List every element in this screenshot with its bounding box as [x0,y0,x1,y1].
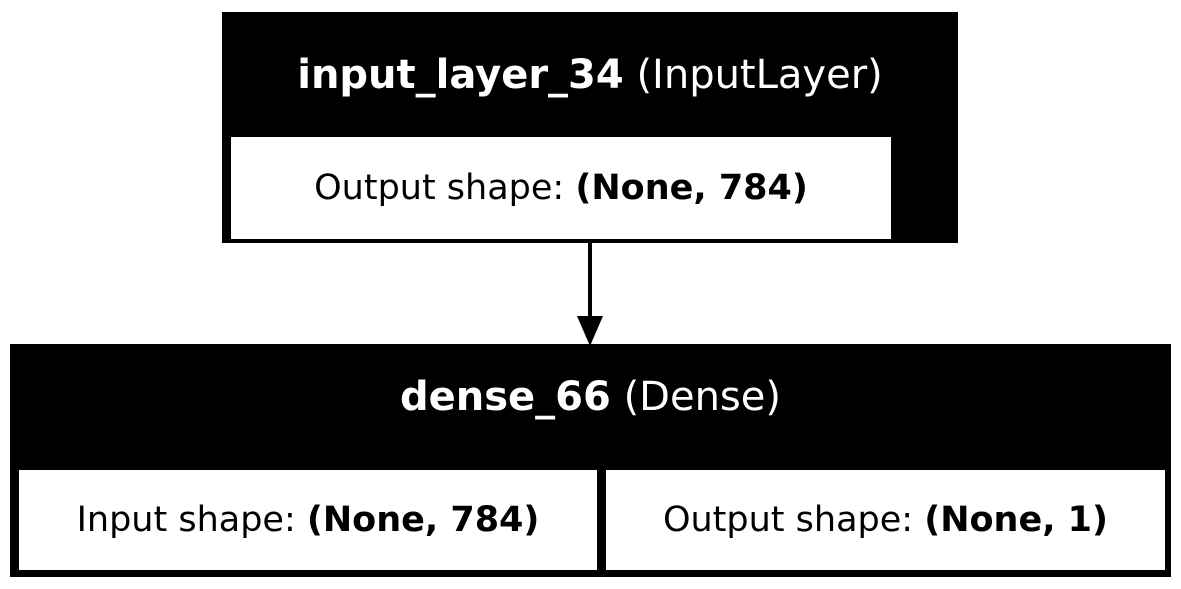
input-shape-cell: Input shape: (None, 784) [19,470,597,570]
node-dense-layer: dense_66 (Dense) Input shape: (None, 784… [10,344,1171,577]
arrowhead [577,316,603,346]
input-shape-value: (None, 784) [306,500,540,540]
output-shape-label: Output shape: [314,168,576,208]
input-shape-label: Input shape: [76,500,307,540]
layer-name: input_layer_34 [297,52,624,98]
output-shape-label: Output shape: [662,500,925,540]
node-header: dense_66 (Dense) [10,374,1171,420]
layer-type: (InputLayer) [636,52,883,98]
node-input-layer: input_layer_34 (InputLayer) Output shape… [222,12,958,243]
layer-name: dense_66 [400,374,611,420]
output-shape-cell: Output shape: (None, 784) [231,137,891,239]
output-shape-value: (None, 784) [575,168,808,208]
output-shape-value: (None, 1) [924,500,1109,540]
layer-type: (Dense) [623,374,781,420]
node-header: input_layer_34 (InputLayer) [222,52,958,98]
output-shape-cell: Output shape: (None, 1) [606,470,1165,570]
